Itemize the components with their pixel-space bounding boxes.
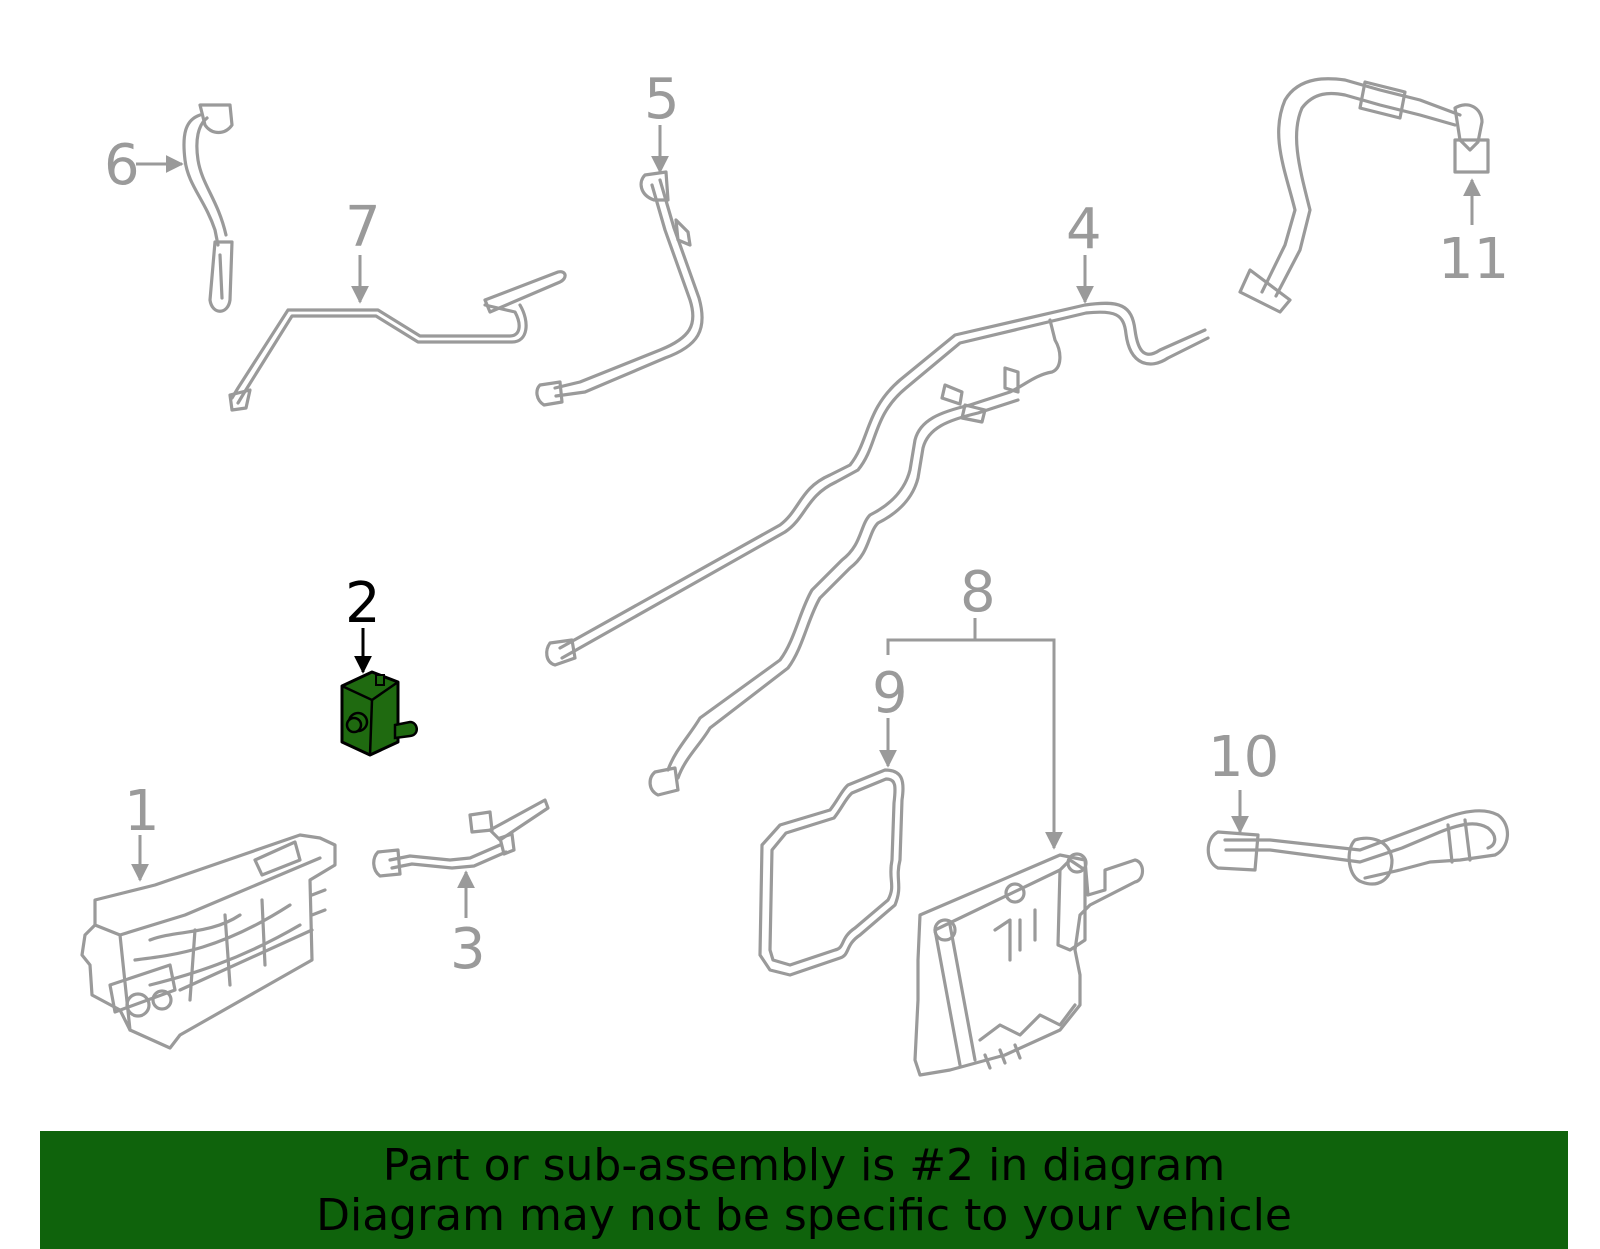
- part-7-tube[interactable]: [228, 255, 567, 412]
- part-8-assembly[interactable]: [886, 618, 1145, 1077]
- callout-7-number: 7: [345, 195, 381, 260]
- part-5-hose[interactable]: [535, 125, 704, 407]
- parts-diagram: 6 7 5 4 11 2 1 3 8 9 10: [80, 67, 1510, 1077]
- part-2-valve[interactable]: [340, 628, 418, 757]
- part-11-hose[interactable]: [1238, 77, 1490, 314]
- part-10-hose[interactable]: [1206, 790, 1509, 886]
- callout-11-number: 11: [1438, 227, 1510, 292]
- banner-line-disclaimer: Diagram may not be specific to your vehi…: [316, 1190, 1292, 1241]
- part-1-canister[interactable]: [80, 833, 337, 1050]
- callout-9-number: 9: [872, 661, 908, 726]
- callout-4-number: 4: [1066, 197, 1102, 262]
- callout-8-leader: [886, 638, 1063, 850]
- part-6-sensor[interactable]: [136, 103, 234, 313]
- part-9-gasket[interactable]: [758, 718, 905, 977]
- callout-5-number: 5: [644, 67, 680, 132]
- part-4-tubes[interactable]: [545, 255, 1210, 797]
- callout-2-number: 2: [345, 571, 381, 636]
- callout-1-number: 1: [124, 779, 160, 844]
- callout-10-number: 10: [1208, 725, 1280, 790]
- callout-6-number: 6: [104, 133, 140, 198]
- parts-diagram-svg: [80, 77, 1509, 1077]
- part-3-hose[interactable]: [372, 798, 550, 918]
- callout-3-number: 3: [450, 917, 486, 982]
- callout-8-number: 8: [960, 560, 996, 625]
- info-banner: Part or sub-assembly is #2 in diagram Di…: [40, 1131, 1568, 1249]
- banner-line-part: Part or sub-assembly is #2 in diagram: [382, 1140, 1226, 1191]
